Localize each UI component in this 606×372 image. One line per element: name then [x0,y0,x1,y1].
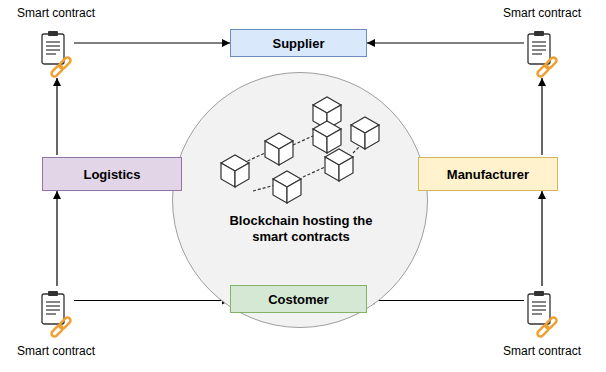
contract-icon [526,288,558,338]
box-label: Costomer [268,292,329,307]
actor-box: Manufacturer [418,157,558,191]
contract-label: Smart contract [503,6,581,20]
contract-icon [526,28,558,78]
actor-box: Logistics [42,157,182,191]
blockchain-illustration [203,93,403,223]
flow-arrow [367,42,524,43]
smart-contract: Smart contract [40,28,72,78]
actor-box: Costomer [230,285,367,313]
smart-contract: Smart contract [40,288,72,338]
circle-label: Blockchain hosting the smart contracts [216,213,386,245]
box-label: Logistics [83,167,140,182]
flow-arrow [56,191,57,286]
box-label: Manufacturer [447,167,529,182]
box-label: Supplier [272,36,324,51]
flow-arrow [74,300,230,301]
flow-arrow [541,191,542,286]
contract-label: Smart contract [503,344,581,358]
contract-label: Smart contract [17,344,95,358]
flow-arrow [541,78,542,155]
flow-arrow [74,42,230,43]
smart-contract: Smart contract [526,28,558,78]
flow-arrow [367,300,524,301]
contract-label: Smart contract [17,6,95,20]
smart-contract: Smart contract [526,288,558,338]
contract-icon [40,28,72,78]
actor-box: Supplier [230,29,367,57]
contract-icon [40,288,72,338]
flow-arrow [56,78,57,155]
